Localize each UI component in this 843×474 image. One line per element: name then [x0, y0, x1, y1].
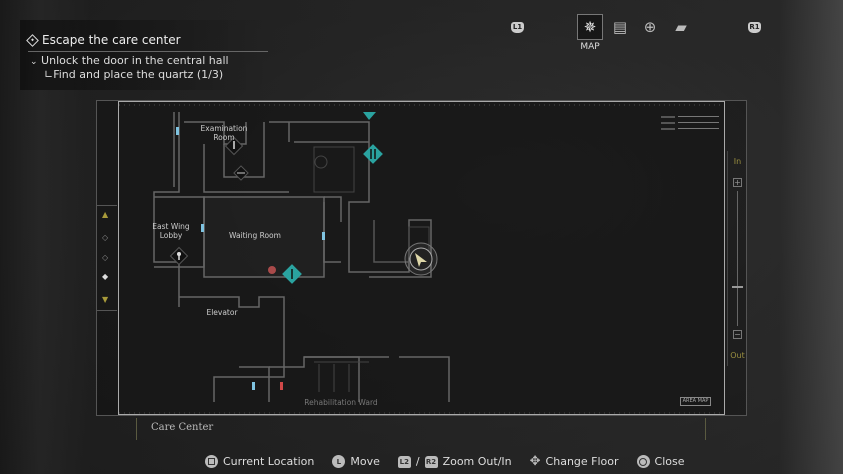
room-label-examination-room: Examination Room: [200, 124, 248, 142]
hint-close[interactable]: Close: [654, 455, 685, 468]
room-label-rehabilitation-ward: Rehabilitation Ward: [304, 398, 378, 407]
map-compass-icon: ✵: [583, 18, 597, 36]
area-map-button[interactable]: AREA MAP: [680, 397, 711, 406]
room-label-elevator: Elevator: [206, 308, 238, 317]
zoom-minus-icon[interactable]: −: [733, 330, 742, 339]
objective-divider: [28, 51, 268, 52]
control-hints: Current Location L Move L2 / R2 Zoom Out…: [205, 454, 685, 469]
l1-button[interactable]: L1: [511, 22, 524, 33]
door-markers: [176, 127, 325, 390]
map-view[interactable]: [118, 101, 725, 415]
location-name: Care Center: [151, 422, 214, 433]
treasure-icon: ⊕: [643, 18, 657, 36]
keyhole-marker-icon: [169, 246, 189, 266]
typewriter-marker-icon: [233, 165, 249, 181]
exclamation-marker-icon: [224, 136, 244, 156]
zoom-in-label: In: [733, 157, 742, 166]
tab-inventory[interactable]: ▰: [668, 14, 694, 40]
branch-icon: ∟: [44, 68, 54, 81]
room-label-east-wing-lobby: East Wing Lobby: [152, 222, 190, 240]
map-legend: [661, 114, 719, 132]
door-unlocked-icon: [176, 127, 179, 135]
inventory-icon: ▰: [675, 18, 687, 36]
chevron-down-icon: ⌄: [30, 57, 38, 67]
objective-panel: Escape the care center ⌄ Unlock the door…: [20, 20, 270, 90]
hint-change-floor: Change Floor: [545, 455, 619, 468]
l2-button-icon: L2: [397, 455, 411, 468]
hint-separator: /: [415, 455, 420, 468]
tab-treasure[interactable]: ⊕: [637, 14, 663, 40]
tab-map-label: MAP: [580, 42, 600, 52]
door-locked-icon: [280, 382, 283, 390]
current-floor-icon[interactable]: ◆: [102, 272, 109, 281]
tab-files[interactable]: ▤: [607, 14, 633, 40]
hint-move: Move: [350, 455, 380, 468]
item-marker-teal-icon: [363, 144, 383, 164]
zoom-track[interactable]: [737, 191, 738, 326]
floor-marker-icon[interactable]: ◇: [102, 233, 109, 242]
objective-main: Escape the care center: [42, 33, 181, 47]
item-marker-teal-icon: [282, 264, 302, 284]
tab-map[interactable]: ✵: [577, 14, 603, 40]
door-unlocked-icon: [252, 382, 255, 390]
hint-zoom: Zoom Out/In: [442, 455, 512, 468]
room-label-waiting-room: Waiting Room: [229, 231, 281, 240]
item-marker-top-icon: [363, 112, 376, 120]
zoom-slider[interactable]: In + − Out: [727, 151, 746, 366]
objective-sub: Unlock the door in the central hall: [41, 54, 229, 67]
zoom-plus-icon[interactable]: +: [733, 178, 742, 187]
location-bar: Care Center: [136, 418, 706, 440]
dpad-icon: ✥: [529, 454, 541, 469]
files-icon: ▤: [612, 18, 628, 36]
circle-button-icon: [636, 455, 650, 468]
floor-marker-icon[interactable]: ◇: [102, 253, 109, 262]
square-button-icon: [205, 455, 218, 468]
objective-subsub: Find and place the quartz (1/3): [53, 68, 224, 81]
r2-button-icon: R2: [424, 455, 438, 468]
left-stick-icon: L: [332, 455, 346, 468]
current-location-marker: [404, 242, 438, 276]
r1-button[interactable]: R1: [748, 22, 761, 33]
hint-current-location[interactable]: Current Location: [223, 455, 315, 468]
zoom-out-label: Out: [730, 351, 745, 360]
door-unlocked-icon: [201, 224, 204, 232]
floor-selector[interactable]: ▲ ◇ ◇ ◆ ▼: [97, 205, 117, 311]
floor-down-icon[interactable]: ▼: [102, 295, 109, 304]
herb-icon: [268, 266, 276, 274]
menu-tabs: L1 ✵ ▤ ⊕ ▰ MAP R1: [0, 14, 843, 58]
door-unlocked-icon: [322, 232, 325, 240]
floor-up-icon[interactable]: ▲: [102, 210, 109, 219]
zoom-thumb[interactable]: [732, 285, 743, 288]
floor-plan: [119, 104, 724, 414]
